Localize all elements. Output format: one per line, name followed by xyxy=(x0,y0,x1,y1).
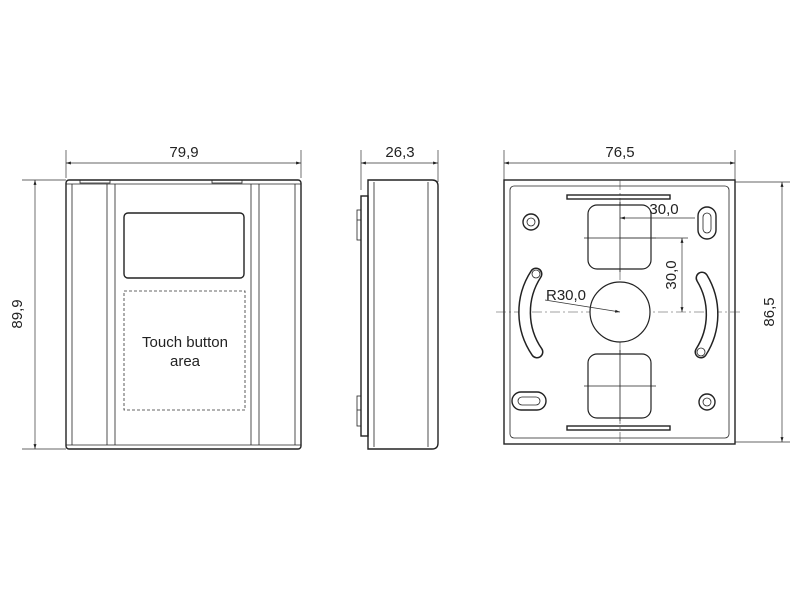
back-height-label: 86,5 xyxy=(761,297,778,326)
front-view: 79,9 89,9 Touch button area xyxy=(9,144,302,450)
side-depth-dimension: 26,3 xyxy=(360,144,439,190)
hole-spacing-v-label: 30,0 xyxy=(663,260,680,289)
screw-hole-bottom-right xyxy=(698,393,716,411)
side-housing-outline xyxy=(367,179,439,450)
arc-slot-right xyxy=(694,271,719,359)
touch-area-label-line2: area xyxy=(170,353,201,370)
display-window xyxy=(123,212,245,279)
side-view: 26,3 xyxy=(356,144,439,450)
front-housing-outline xyxy=(65,179,302,450)
touch-area-label-line1: Touch button xyxy=(142,334,228,351)
radius-dimension: R30,0 xyxy=(544,287,621,313)
back-width-dimension: 76,5 xyxy=(503,144,736,180)
front-height-dimension: 89,9 xyxy=(9,179,66,450)
hole-spacing-vertical-dimension: 30,0 xyxy=(620,237,688,312)
side-depth-label: 26,3 xyxy=(385,144,414,161)
top-slot xyxy=(566,194,671,200)
hole-spacing-horizontal-dimension: 30,0 xyxy=(620,201,695,220)
touch-button-area xyxy=(123,290,246,411)
radius-label: R30,0 xyxy=(546,287,586,304)
side-base-plate xyxy=(360,195,369,437)
slotted-hole-top-right xyxy=(697,206,717,240)
hole-spacing-h-label: 30,0 xyxy=(649,201,678,218)
back-view: 76,5 86,5 30,0 xyxy=(496,144,790,445)
arc-slot-left xyxy=(518,267,544,359)
bottom-slot xyxy=(566,425,671,431)
screw-hole-top-left xyxy=(522,213,540,231)
front-width-label: 79,9 xyxy=(169,144,198,161)
top-knockout xyxy=(587,204,652,270)
slotted-hole-bottom-left xyxy=(511,391,547,411)
front-width-dimension: 79,9 xyxy=(65,144,302,178)
back-height-dimension: 86,5 xyxy=(735,181,790,443)
front-height-label: 89,9 xyxy=(9,299,26,328)
back-width-label: 76,5 xyxy=(605,144,634,161)
